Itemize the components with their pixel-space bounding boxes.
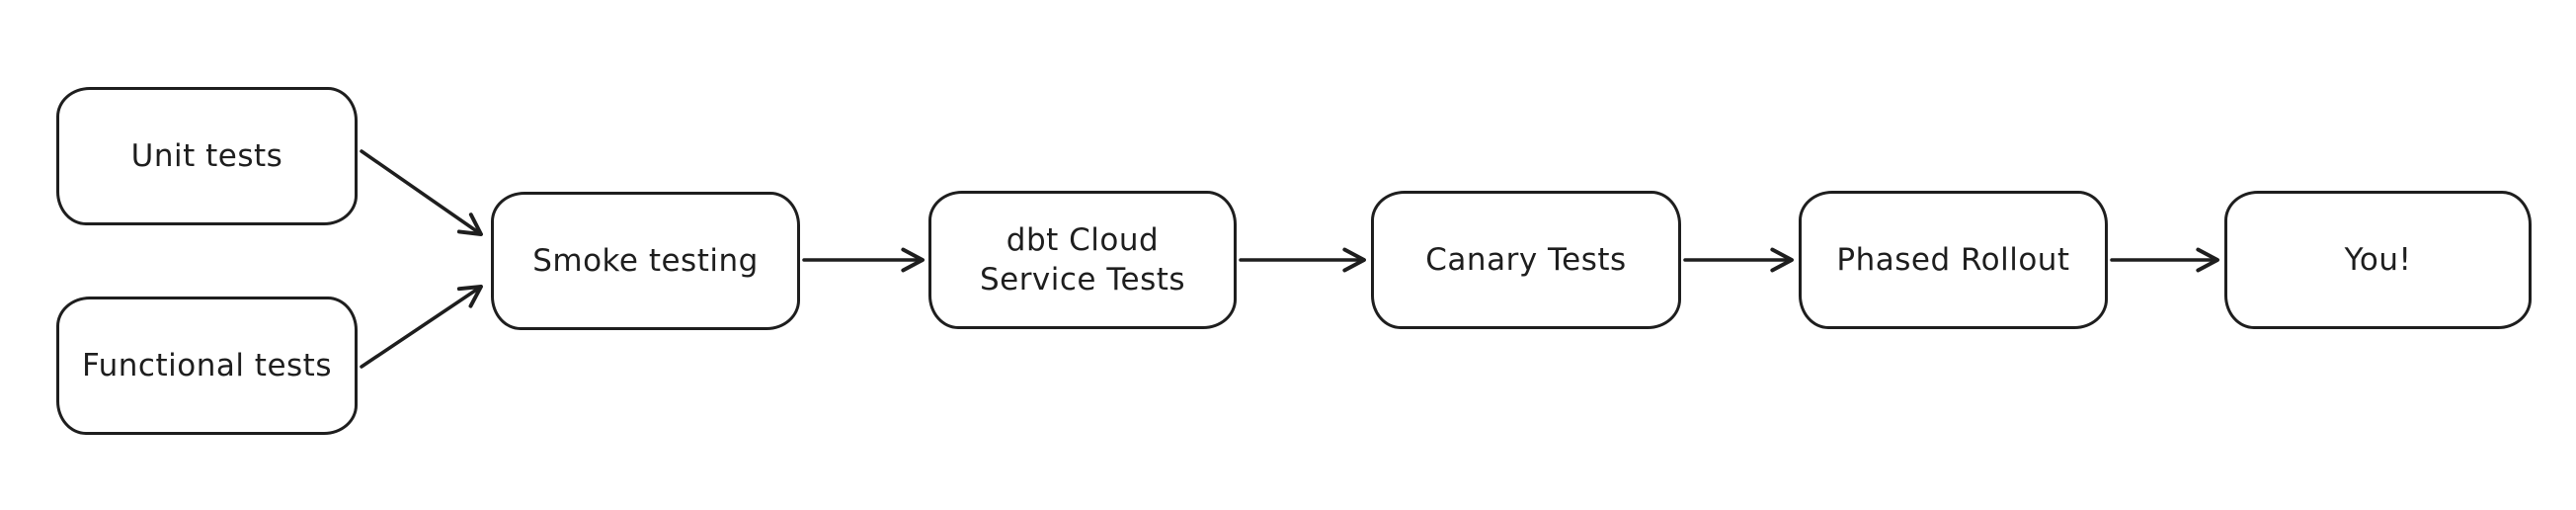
node-functional-tests: Functional tests: [56, 297, 358, 435]
node-dbt-cloud-service-tests: dbt Cloud Service Tests: [928, 191, 1237, 329]
arrow-functional-tests-to-smoke-testing: [360, 285, 483, 369]
node-smoke-testing-label: Smoke testing: [532, 242, 759, 279]
node-functional-tests-label: Functional tests: [81, 347, 332, 383]
node-you: You!: [2224, 191, 2532, 329]
node-smoke-testing: Smoke testing: [491, 192, 800, 330]
node-dbt-cloud-service-tests-label: dbt Cloud Service Tests: [979, 221, 1186, 298]
node-unit-tests-label: Unit tests: [130, 137, 283, 174]
arrow-unit-tests-to-smoke-testing: [360, 149, 483, 236]
node-you-label: You!: [2344, 241, 2412, 278]
node-unit-tests: Unit tests: [56, 87, 358, 225]
node-canary-tests-label: Canary Tests: [1425, 241, 1627, 278]
node-phased-rollout-label: Phased Rollout: [1836, 241, 2070, 278]
node-phased-rollout: Phased Rollout: [1799, 191, 2108, 329]
node-canary-tests: Canary Tests: [1371, 191, 1681, 329]
